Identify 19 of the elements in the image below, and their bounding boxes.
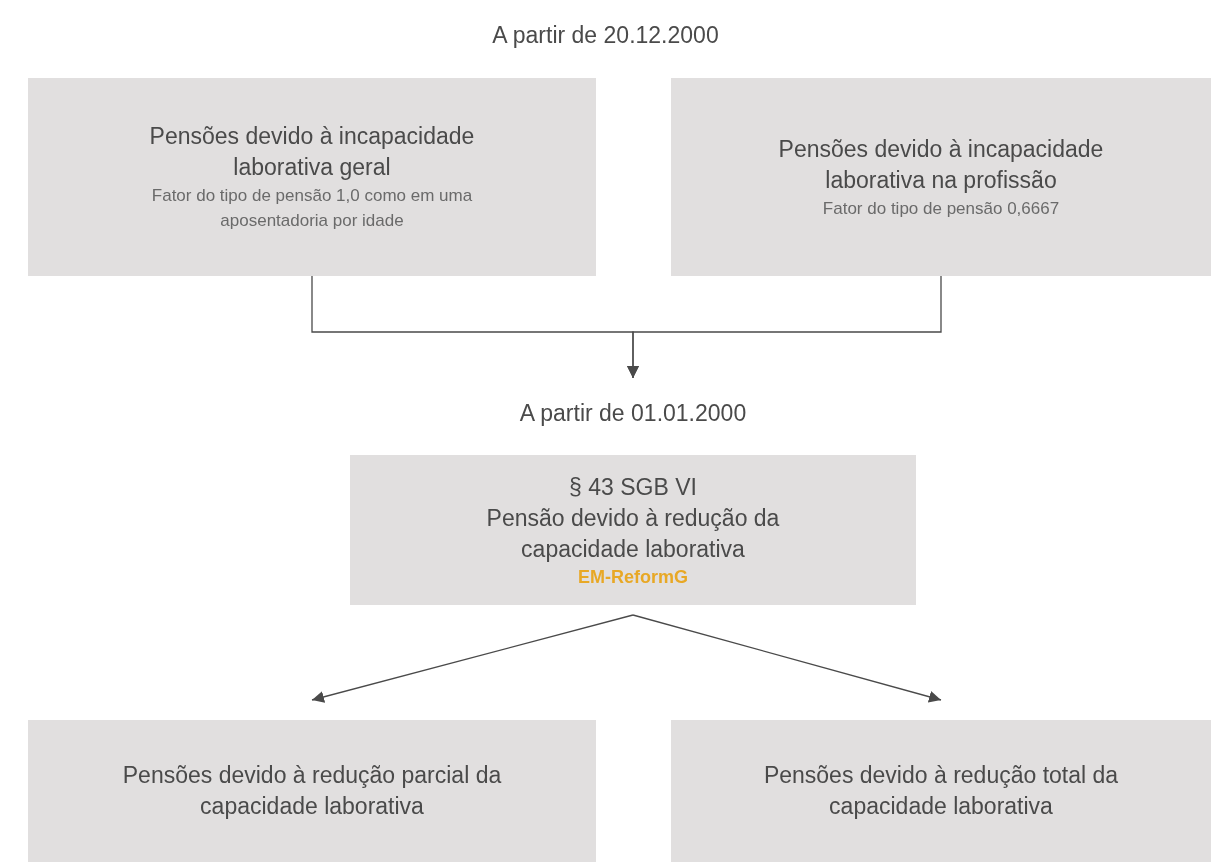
text-box — [350, 455, 916, 605]
text-box — [671, 78, 1211, 276]
box-text: Pensões devido à redução total da capacidade laborativa — [762, 761, 1120, 821]
text-box — [671, 720, 1211, 862]
law-reference: EM-ReformG — [578, 565, 688, 589]
arrow — [627, 275, 942, 379]
box-title: Pensões devido à incapacidade laborativa na profissão — [777, 134, 1105, 195]
box-title: Pensões devido à incapacidade laborativa geral — [148, 122, 476, 182]
box-title: § 43 SGB VI — [569, 472, 697, 502]
box-text: Pensão devido à redução da capacidade laborativa — [485, 503, 781, 564]
description-text: Fator do tipo de pensão 0,6667 — [822, 197, 1060, 220]
arrow — [311, 614, 634, 703]
text-box — [28, 720, 596, 862]
heading: A partir de 20.12.2000 — [491, 22, 720, 49]
description-text: Fator do tipo de pensão 1,0 como em uma aposentadoria por idade — [150, 185, 474, 232]
text-box — [28, 78, 596, 276]
arrow — [632, 614, 942, 703]
box-text: Pensões devido à redução parcial da capacidade laborativa — [121, 761, 503, 821]
section-heading: A partir de 01.01.2000 — [519, 398, 747, 428]
